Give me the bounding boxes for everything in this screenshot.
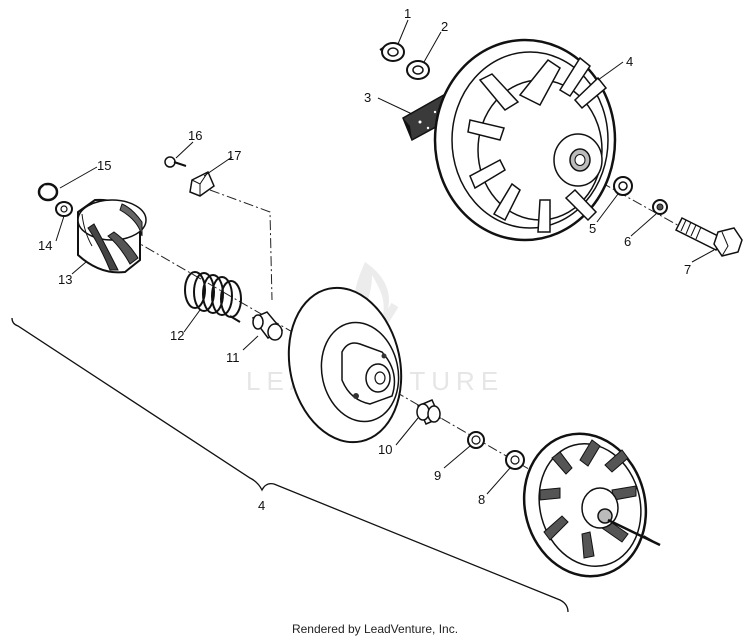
part-6-lock-washer [652,199,668,215]
callout-7: 7 [684,262,691,277]
callout-11: 11 [226,350,240,365]
callout-2: 2 [441,19,448,34]
part-9-washer [467,431,485,449]
part-11-bushing [251,311,284,341]
callout-12: 12 [170,328,184,343]
callout-5: 5 [589,221,596,236]
ramp-centerline [209,189,273,301]
part-15-snap-ring [37,182,59,202]
part-4-movable-sheave [287,286,403,444]
callout-14: 14 [38,238,52,253]
part-10-bushing [416,399,441,425]
part-7-bolt [674,216,743,257]
part-12-spring [184,271,242,323]
part-13-cam [77,198,147,274]
callout-16: 16 [188,128,202,143]
callout-3: 3 [364,90,371,105]
part-1-washer [379,42,405,62]
callout-17: 17 [227,148,241,163]
assembly-bracket [11,317,569,613]
part-5-washer [613,176,633,196]
part-4-fixed-sheave-shaft [522,432,661,578]
part-4-fixed-sheave [433,38,617,242]
part-2-washer [406,60,430,80]
callout-13: 13 [58,272,72,287]
callout-4-assembly: 4 [258,498,265,513]
callout-10: 10 [378,442,392,457]
part-17-button [189,170,215,197]
leader-lines [55,19,715,495]
part-8-washer [505,450,525,470]
part-16-pin [164,156,187,168]
part-14-washer [55,201,73,217]
callout-1: 1 [404,6,411,21]
callout-4-top: 4 [626,54,633,69]
footer-credit: Rendered by LeadVenture, Inc. [291,622,459,636]
callout-6: 6 [624,234,631,249]
callout-8: 8 [478,492,485,507]
callouts: 1 2 3 4 5 6 7 8 9 10 11 12 13 14 15 16 1… [38,6,691,513]
callout-9: 9 [434,468,441,483]
callout-15: 15 [97,158,111,173]
